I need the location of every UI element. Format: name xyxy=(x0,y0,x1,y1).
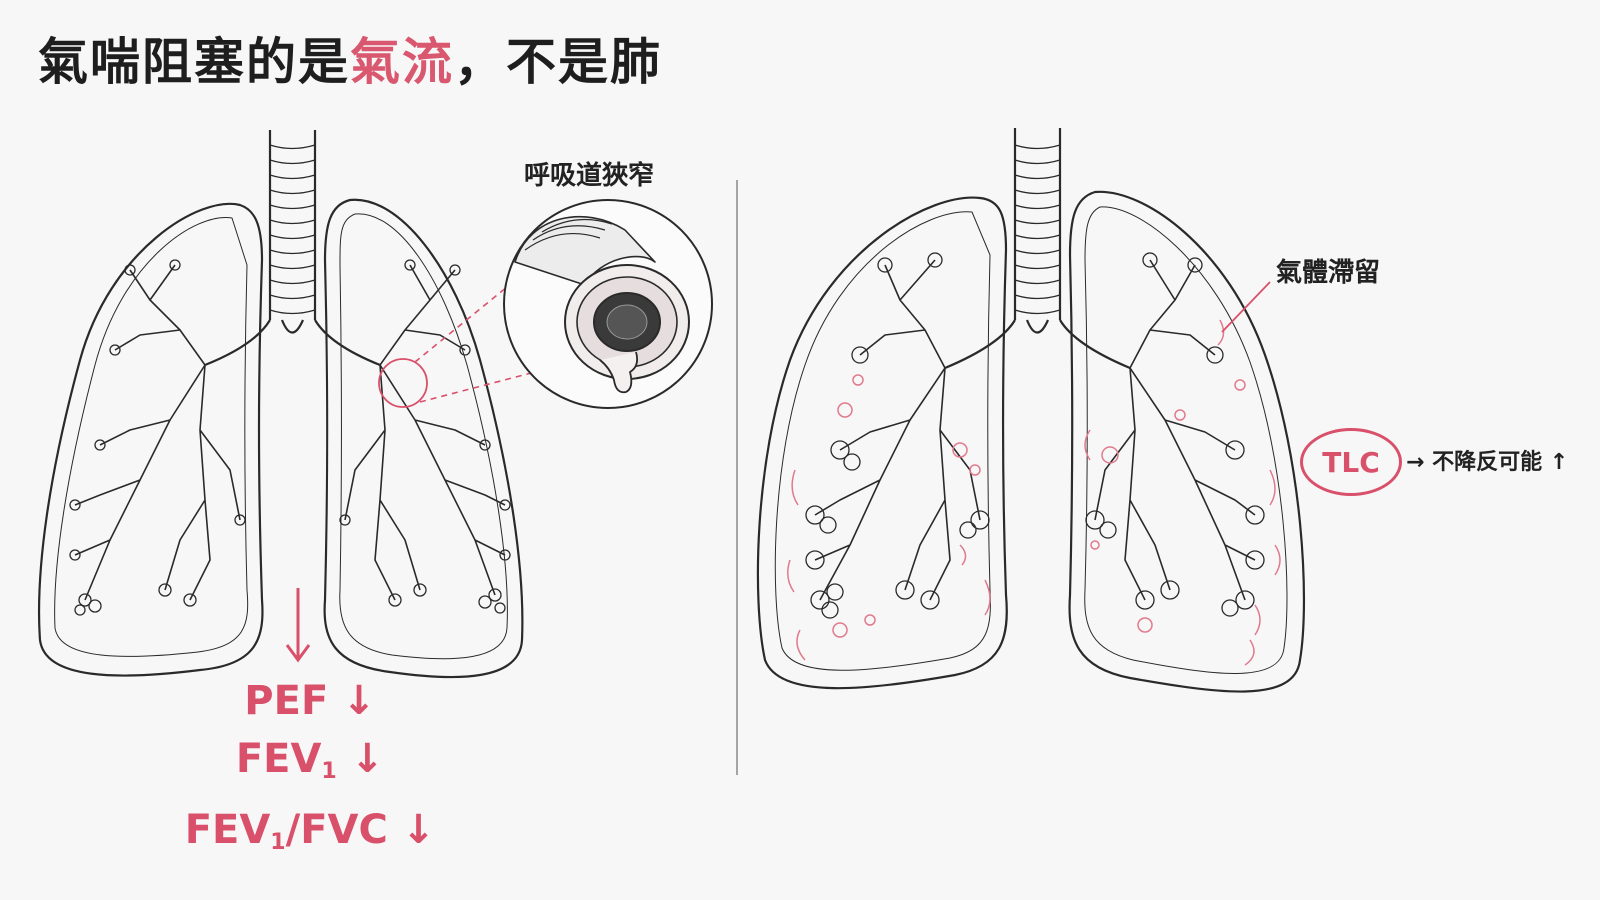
left-bronchi xyxy=(204,319,381,367)
left-trachea-rings xyxy=(269,144,316,315)
down-arrow xyxy=(285,588,311,663)
right-bronchi xyxy=(944,319,1131,370)
right-bronchial-tree xyxy=(814,259,1256,601)
fev1-metric: FEV1 ↓ xyxy=(235,736,385,784)
tlc-badge: TLC xyxy=(1300,428,1402,496)
tlc-annotation: TLC → 不降反可能 ↑ xyxy=(1300,428,1596,496)
title-part2: ，不是肺 xyxy=(454,33,662,91)
mucus-plug xyxy=(599,351,639,394)
left-alveoli xyxy=(69,259,511,616)
right-alveoli xyxy=(805,252,1265,619)
narrowed-airway-marker xyxy=(378,358,428,408)
air-trapping-marks xyxy=(787,319,1281,666)
page-title: 氣喘阻塞的是氣流，不是肺 xyxy=(38,22,662,94)
left-lungs xyxy=(37,130,713,679)
right-lungs xyxy=(756,128,1306,693)
zoom-connector xyxy=(414,277,536,403)
left-bronchial-tree xyxy=(74,264,506,601)
left-lung-outline-a xyxy=(37,202,264,677)
tlc-note: → 不降反可能 ↑ xyxy=(1406,450,1569,475)
right-trachea-rings xyxy=(1014,144,1061,315)
title-highlight: 氣流 xyxy=(350,33,454,91)
pef-metric: PEF ↓ xyxy=(244,678,376,724)
spirometry-metrics: PEF ↓ FEV1 ↓ FEV1/FVC ↓ xyxy=(140,672,480,872)
left-trachea xyxy=(268,130,317,320)
right-lung-outline-b xyxy=(1068,190,1306,693)
left-lung-outline-b xyxy=(323,198,524,679)
air-trapping-pointer xyxy=(1221,281,1271,333)
right-lung-outline-a xyxy=(756,196,1008,690)
airway-narrowing-label: 呼吸道狹窄 xyxy=(524,161,655,191)
air-trapping-label: 氣體滯留 xyxy=(1276,258,1381,288)
title-part1: 氣喘阻塞的是 xyxy=(38,33,350,91)
fev1-fvc-metric: FEV1/FVC ↓ xyxy=(184,807,436,855)
